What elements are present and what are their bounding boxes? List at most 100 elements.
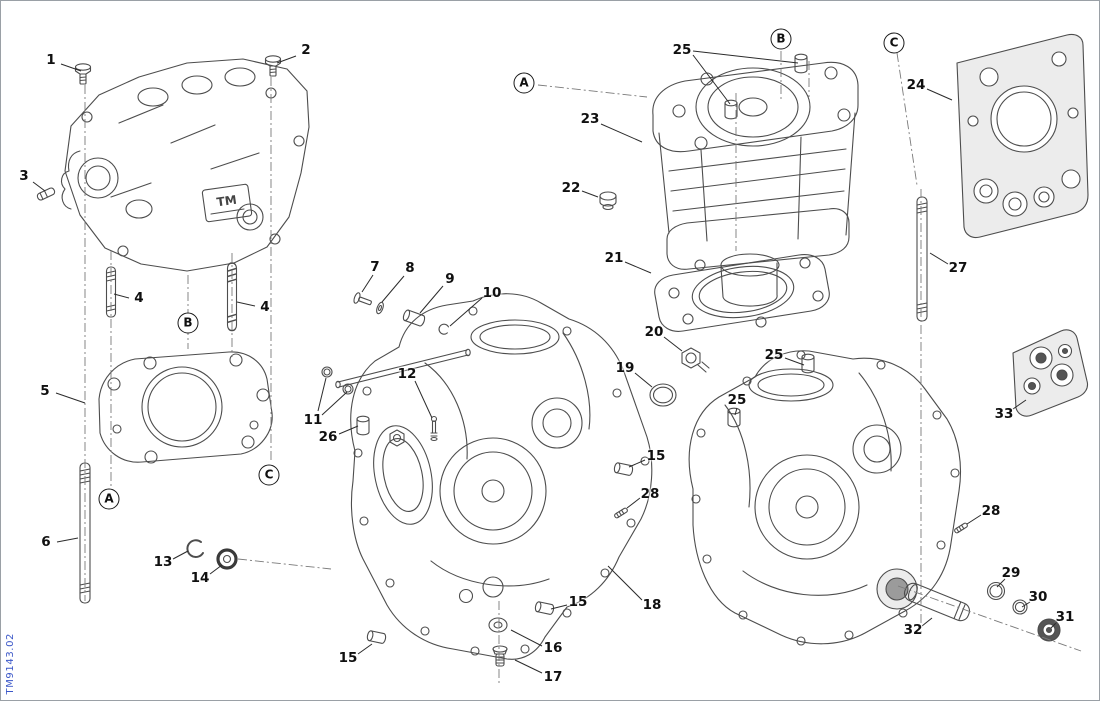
centerline bbox=[237, 558, 332, 570]
orings-11-art bbox=[321, 366, 354, 395]
leader-line-7 bbox=[361, 274, 374, 293]
leader-line-4 bbox=[236, 301, 256, 307]
base-gasket-art bbox=[654, 254, 830, 332]
leader-line-20 bbox=[663, 336, 683, 352]
head-gasket-24-art bbox=[956, 33, 1089, 239]
callout-25: 25 bbox=[672, 42, 692, 58]
leader-line-17 bbox=[514, 659, 543, 674]
leader-line-28 bbox=[626, 497, 641, 509]
ref-letter-C: C bbox=[258, 464, 280, 486]
callout-30: 30 bbox=[1028, 589, 1048, 605]
bolt-7-art bbox=[353, 292, 372, 306]
leader-line-8 bbox=[381, 275, 405, 303]
leader-line-28 bbox=[966, 514, 982, 525]
leader-line-33 bbox=[1012, 399, 1027, 410]
leader-line-16 bbox=[510, 629, 543, 647]
callout-32: 32 bbox=[903, 622, 923, 638]
callout-20: 20 bbox=[644, 324, 664, 340]
callout-26: 26 bbox=[318, 429, 338, 445]
callout-6: 6 bbox=[41, 534, 51, 550]
roller-32-art bbox=[903, 582, 971, 622]
leader-line-21 bbox=[624, 261, 652, 274]
circlip-13-art bbox=[186, 539, 204, 558]
leader-line-15 bbox=[628, 459, 646, 468]
leader-line-25 bbox=[692, 54, 731, 105]
callout-3: 3 bbox=[19, 168, 29, 184]
head-gasket-art bbox=[98, 351, 273, 464]
callout-21: 21 bbox=[604, 250, 624, 266]
callout-33: 33 bbox=[994, 406, 1014, 422]
valve-12-art bbox=[430, 415, 438, 442]
leader-line-11 bbox=[321, 391, 348, 416]
leader-line-31 bbox=[1050, 621, 1058, 629]
oring-29-art bbox=[986, 581, 1006, 601]
callout-11: 11 bbox=[303, 412, 323, 428]
leader-line-32 bbox=[921, 617, 933, 627]
leader-line-29 bbox=[996, 578, 1006, 588]
washer-16-art bbox=[488, 617, 508, 633]
tm-logo-plate: TM bbox=[201, 183, 253, 223]
hex-fitting-art bbox=[389, 429, 405, 447]
leader-line-19 bbox=[634, 372, 653, 388]
callout-15: 15 bbox=[646, 448, 666, 464]
ref-letter-A: A bbox=[513, 72, 535, 94]
leader-line-26 bbox=[338, 425, 359, 435]
callout-22: 22 bbox=[561, 180, 581, 196]
leader-line-22 bbox=[581, 190, 599, 198]
leader-line-9 bbox=[419, 285, 444, 314]
callout-23: 23 bbox=[580, 111, 600, 127]
leader-line-10 bbox=[449, 297, 483, 327]
leader-line-24 bbox=[926, 88, 953, 101]
clip-10-art bbox=[438, 323, 450, 335]
callout-17: 17 bbox=[543, 669, 563, 685]
callout-2: 2 bbox=[301, 42, 311, 58]
leader-line-25 bbox=[692, 50, 799, 64]
centerline bbox=[896, 52, 918, 186]
leader-line-2 bbox=[276, 55, 297, 64]
callout-13: 13 bbox=[153, 554, 173, 570]
callout-12: 12 bbox=[397, 366, 417, 382]
ref-letter-B: B bbox=[177, 312, 199, 334]
oring-30-art bbox=[1012, 599, 1028, 615]
callout-10: 10 bbox=[482, 285, 502, 301]
crankcase-right-art bbox=[688, 350, 962, 646]
leader-line-23 bbox=[600, 123, 643, 143]
union-bolt-17-art bbox=[492, 645, 508, 667]
drawing-number-watermark: TM9143.02 bbox=[5, 632, 16, 695]
crankcase-left-art bbox=[350, 293, 653, 660]
washer-8-art bbox=[376, 301, 384, 315]
callout-4: 4 bbox=[260, 299, 270, 315]
plug-22-art bbox=[599, 191, 617, 211]
stud-27-art bbox=[916, 196, 928, 322]
leader-line-27 bbox=[929, 252, 949, 265]
callout-14: 14 bbox=[190, 570, 210, 586]
cylinder-head-art: TM bbox=[60, 58, 310, 272]
callout-19: 19 bbox=[615, 360, 635, 376]
leader-line-15 bbox=[357, 643, 373, 655]
callout-24: 24 bbox=[906, 77, 926, 93]
leader-line-12 bbox=[414, 380, 433, 419]
callout-9: 9 bbox=[445, 271, 455, 287]
leader-line-11 bbox=[317, 377, 327, 412]
seal-plate-33-art bbox=[1012, 329, 1089, 417]
leader-line-13 bbox=[172, 550, 189, 560]
callout-15: 15 bbox=[338, 650, 358, 666]
leader-line-4 bbox=[113, 293, 130, 299]
shaft-art bbox=[335, 348, 471, 389]
callout-28: 28 bbox=[981, 503, 1001, 519]
leader-line-18 bbox=[607, 565, 643, 601]
ref-letter-C: C bbox=[883, 32, 905, 54]
ref-letter-A: A bbox=[98, 488, 120, 510]
callout-1: 1 bbox=[46, 52, 56, 68]
tm-logo-text: TM bbox=[216, 193, 238, 210]
oil-plug-20-art bbox=[681, 347, 710, 373]
callout-18: 18 bbox=[642, 597, 662, 613]
leader-line-5 bbox=[55, 392, 86, 404]
callout-29: 29 bbox=[1001, 565, 1021, 581]
ref-letter-B: B bbox=[770, 28, 792, 50]
leader-line-6 bbox=[56, 537, 79, 543]
